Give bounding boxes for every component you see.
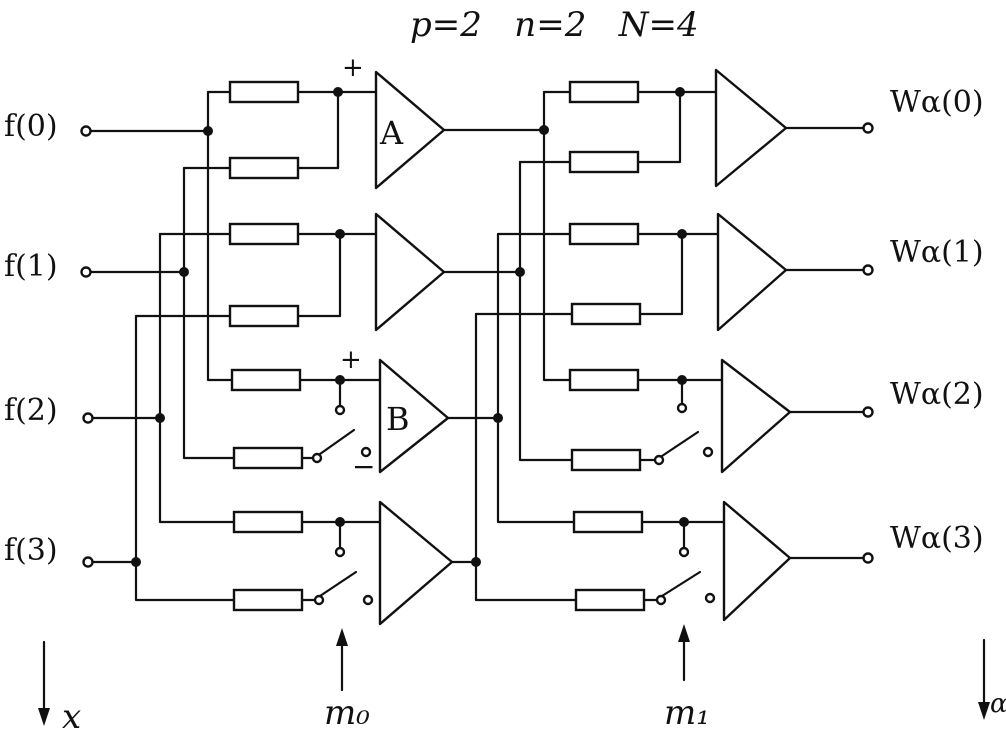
- plus-sign-a: +: [342, 53, 364, 83]
- amplifier-b-label: B: [386, 400, 410, 438]
- output-label-1: Wα(1): [890, 235, 984, 270]
- stage2-wiring: [474, 90, 726, 602]
- amplifier-a: [374, 70, 446, 190]
- terminals: [80, 122, 874, 606]
- minus-sign-b: −: [352, 450, 375, 483]
- stage1-resistors: [228, 80, 304, 612]
- plus-sign-b: +: [340, 345, 362, 375]
- amplifier-b: [378, 358, 450, 474]
- output-label-3: Wα(3): [890, 521, 984, 556]
- amplifier-a-label: A: [379, 114, 404, 152]
- control-label-m1: m₁: [664, 693, 710, 733]
- axis-label-x: x: [62, 697, 81, 733]
- stage2-amplifiers: [714, 68, 866, 622]
- stage2-resistors: [568, 80, 646, 612]
- input-label-0: f(0): [4, 109, 58, 144]
- input-label-3: f(3): [4, 533, 58, 568]
- parameters-header: p=2 n=2 N=4: [410, 5, 699, 45]
- control-arrows: [38, 624, 990, 726]
- axis-label-right: α: [990, 689, 1006, 719]
- input-label-2: f(2): [4, 393, 58, 428]
- output-label-0: Wα(0): [890, 85, 984, 120]
- stage1-amplifiers: [374, 70, 546, 626]
- junction-dots: [131, 87, 689, 567]
- output-label-2: Wα(2): [890, 377, 984, 412]
- control-label-m0: m₀: [324, 693, 370, 733]
- input-label-1: f(1): [4, 249, 58, 284]
